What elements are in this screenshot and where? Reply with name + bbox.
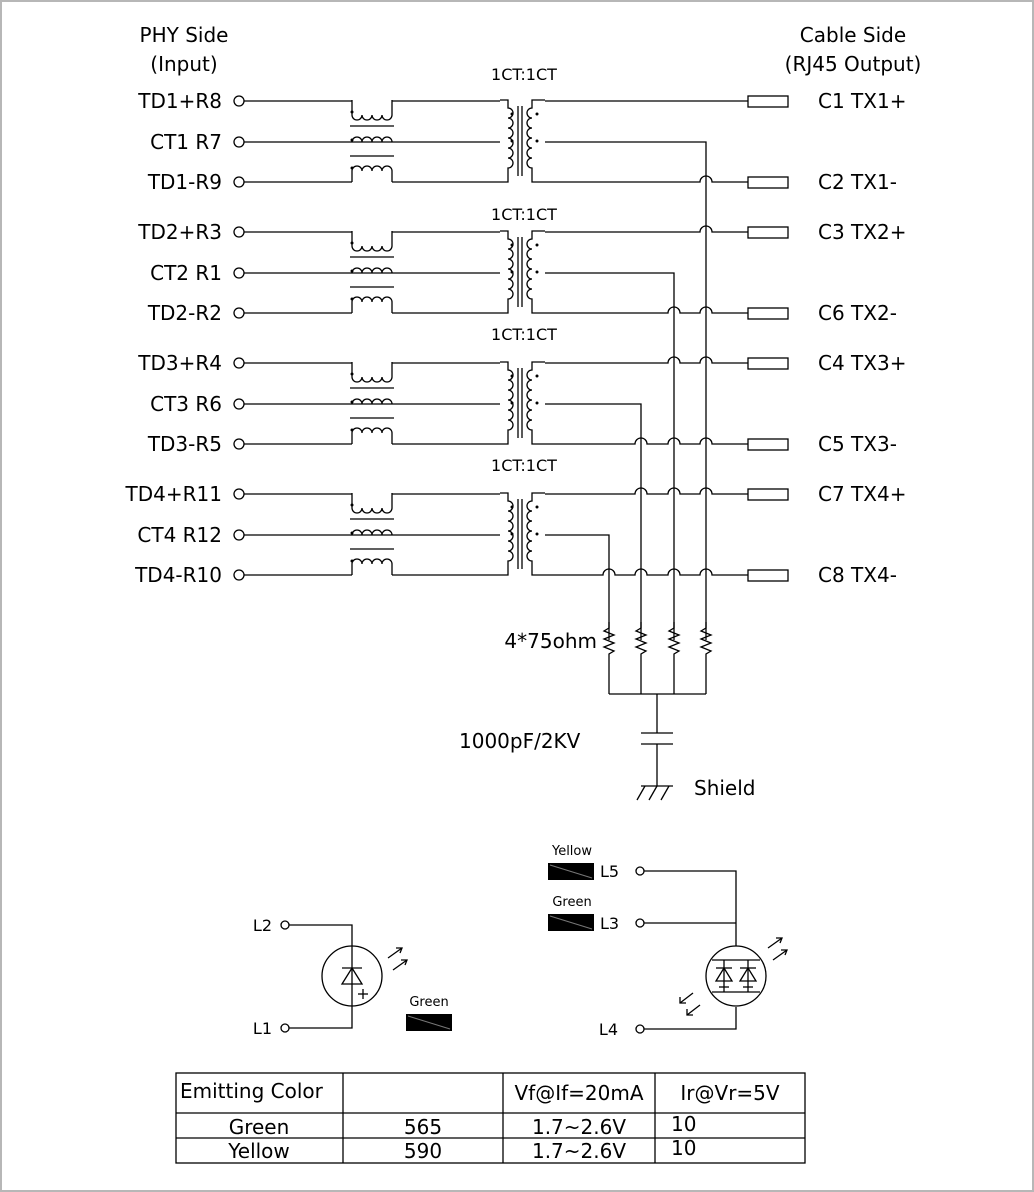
resistor-3 <box>667 622 681 660</box>
table-cell: 1.7~2.6V <box>532 1139 626 1163</box>
phy-pin-circle <box>233 529 245 541</box>
phy-pin-wires <box>244 100 500 576</box>
resistor-1 <box>602 622 616 660</box>
led-right-pin-yellow: L5 <box>600 862 619 881</box>
phy-pin-circle <box>233 438 245 450</box>
phy-pin-label: CT4 R12 <box>137 523 222 547</box>
table-cell: 10 <box>671 1112 696 1136</box>
phy-pin-circle <box>233 226 245 238</box>
phy-pin-circle <box>233 136 245 148</box>
cable-pin-box <box>747 438 789 451</box>
led-right-tag-yellow: Yellow <box>551 844 592 859</box>
transformer-ratio-4: 1CT:1CT <box>491 456 557 475</box>
phy-pin-circle <box>233 488 245 500</box>
led-left-color-tag: Green <box>409 995 448 1010</box>
cable-pin-label: C7 TX4+ <box>818 482 906 506</box>
cable-side-wires <box>545 100 748 640</box>
led-left-pin-top: L2 <box>253 916 272 935</box>
capacitor-label: 1000pF/2KV <box>459 729 581 753</box>
channel-2 <box>349 230 546 314</box>
phy-pin-circle <box>233 267 245 279</box>
phy-pins: TD1+R8 CT1 R7 TD1-R9 TD2+R3 CT2 R1 TD2-R… <box>125 89 245 587</box>
cable-pin-box <box>747 569 789 582</box>
cable-pin-box <box>747 488 789 501</box>
phy-pin-label: TD4+R11 <box>125 482 222 506</box>
phy-pin-label: TD2-R2 <box>147 301 222 325</box>
table-header-cell: Ir@Vr=5V <box>680 1081 780 1105</box>
table-cell: Yellow <box>227 1139 290 1163</box>
phy-pin-circle <box>233 176 245 188</box>
led-right-pin-common: L4 <box>599 1020 618 1039</box>
phy-pin-label: TD3+R4 <box>137 351 222 375</box>
cable-pin-box <box>747 357 789 370</box>
termination-resistors <box>602 622 713 695</box>
shield-capacitor <box>636 694 673 801</box>
led-right: Yellow L5 Green L3 L4 <box>548 844 788 1039</box>
led-spec-table: Emitting Color Vf@If=20mA Ir@Vr=5V Green… <box>175 1072 806 1164</box>
led-right-tag-green: Green <box>552 895 591 910</box>
phy-pin-label: TD1+R8 <box>137 89 222 113</box>
phy-pin-circle <box>233 357 245 369</box>
channel-3 <box>349 361 546 445</box>
cable-pin-box <box>747 95 789 108</box>
phy-pin-label: CT2 R1 <box>150 261 222 285</box>
cable-pin-label: C2 TX1- <box>818 170 897 194</box>
shield-label: Shield <box>694 776 755 800</box>
phy-pin-label: TD4-R10 <box>134 563 222 587</box>
phy-pin-label: CT1 R7 <box>150 130 222 154</box>
cable-pin-box <box>747 307 789 320</box>
cable-pin-label: C4 TX3+ <box>818 351 906 375</box>
phy-pin-circle <box>233 398 245 410</box>
transformer-ratio-3: 1CT:1CT <box>491 325 557 344</box>
table-header-cell: Vf@If=20mA <box>514 1081 643 1105</box>
cable-pin-box <box>747 226 789 239</box>
led-right-pin-green: L3 <box>600 914 619 933</box>
resistor-label: 4*75ohm <box>504 629 597 653</box>
channel-4 <box>349 492 546 576</box>
table-cell: 10 <box>671 1136 696 1160</box>
transformer-ratio-2: 1CT:1CT <box>491 205 557 224</box>
cable-side-subtitle: (RJ45 Output) <box>785 52 922 76</box>
phy-pin-circle <box>233 95 245 107</box>
cable-pin-box <box>747 176 789 189</box>
cable-pin-label: C3 TX2+ <box>818 220 906 244</box>
phy-side-title: PHY Side <box>140 23 229 47</box>
cable-pin-label: C8 TX4- <box>818 563 897 587</box>
led-left-pin-bottom: L1 <box>253 1019 272 1038</box>
cable-pin-label: C1 TX1+ <box>818 89 906 113</box>
table-cell: 565 <box>404 1115 442 1139</box>
phy-pin-circle <box>233 569 245 581</box>
resistor-2 <box>634 622 648 660</box>
cable-pin-label: C5 TX3- <box>818 432 897 456</box>
table-cell: 1.7~2.6V <box>532 1115 626 1139</box>
table-cell: 590 <box>404 1139 442 1163</box>
phy-pin-label: TD1-R9 <box>147 170 222 194</box>
phy-pin-label: TD3-R5 <box>147 432 222 456</box>
table-header-cell: Emitting Color <box>180 1079 324 1103</box>
transformer-ratio-1: 1CT:1CT <box>491 65 557 84</box>
cable-pins: C1 TX1+ C2 TX1- C3 TX2+ C6 TX2- C4 TX3+ … <box>747 89 906 587</box>
phy-pin-label: TD2+R3 <box>137 220 222 244</box>
resistor-4 <box>699 622 713 660</box>
led-left: L2 L1 Green <box>253 916 452 1038</box>
table-cell: Green <box>229 1115 290 1139</box>
cable-side-title: Cable Side <box>800 23 906 47</box>
channel-1 <box>349 99 546 183</box>
phy-side-subtitle: (Input) <box>150 52 217 76</box>
phy-pin-label: CT3 R6 <box>150 392 222 416</box>
cable-pin-label: C6 TX2- <box>818 301 897 325</box>
phy-pin-circle <box>233 307 245 319</box>
